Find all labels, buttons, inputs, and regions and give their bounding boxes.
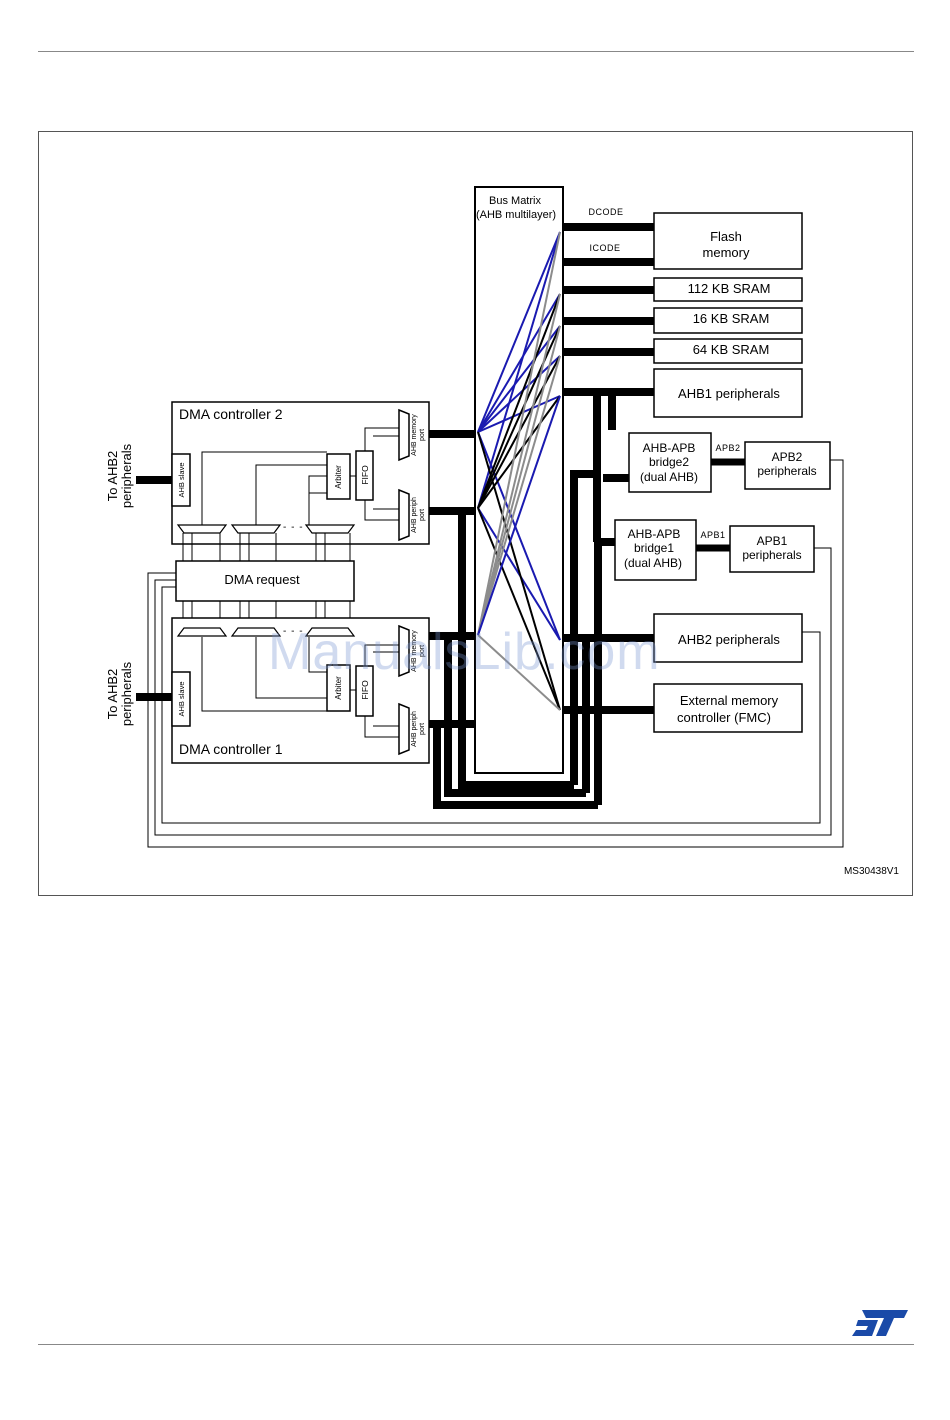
dma1-periph-port-label-1: AHB periph xyxy=(411,711,418,747)
dma2-ahb-slave-label: AHB slave xyxy=(177,462,186,497)
bridge2-label-2: bridge2 xyxy=(649,455,689,469)
dma1-periph-port-label-2: port xyxy=(419,723,426,735)
dcode-label: DCODE xyxy=(588,207,623,217)
top-rule xyxy=(38,51,914,52)
apb1-bus-label: APB1 xyxy=(700,530,725,540)
ahb1-peripherals-label: AHB1 peripherals xyxy=(678,386,780,401)
fmc-label-1: External memory xyxy=(680,693,779,708)
bridge1-label-3: (dual AHB) xyxy=(624,556,682,570)
icode-label: ICODE xyxy=(589,243,620,253)
apb2-peripherals-label-1: APB2 xyxy=(772,450,803,464)
memory-boxes xyxy=(614,212,831,733)
dma1-ahb-slave-label: AHB slave xyxy=(177,681,186,716)
svg-text:- - -: - - - xyxy=(283,626,304,637)
dma2-mem-port-label-1: AHB memory xyxy=(411,414,418,456)
apb2-bus-label: APB2 xyxy=(715,443,740,453)
flash-label-1: Flash xyxy=(710,229,742,244)
dma1-mem-port-label-1: AHB memory xyxy=(411,630,418,672)
bridge2-label-1: AHB-APB xyxy=(643,441,696,455)
bus-wires xyxy=(136,223,745,809)
dma2-arbiter-label: Arbiter xyxy=(334,465,343,489)
feedback-loops xyxy=(147,459,844,848)
bridge2-label-3: (dual AHB) xyxy=(640,470,698,484)
apb1-peripherals-label-1: APB1 xyxy=(757,534,788,548)
to-ahb2-label-top-1: To AHB2 xyxy=(105,451,120,502)
bus-matrix-subtitle: (AHB multilayer) xyxy=(476,209,556,221)
crossbar-lines xyxy=(477,231,561,711)
dma-controller-2-title: DMA controller 2 xyxy=(179,406,283,422)
sram112-label: 112 KB SRAM xyxy=(688,281,771,296)
fmc-label-2: controller (FMC) xyxy=(677,710,771,725)
dma1-mem-port-label-2: port xyxy=(419,645,426,657)
dma2-periph-port-label-1: AHB periph xyxy=(411,497,418,533)
dma2-fifo-label: FIFO xyxy=(360,465,370,485)
dma-request-block: DMA request xyxy=(175,533,355,625)
dma-request-label: DMA request xyxy=(224,572,300,587)
dma2-periph-port-label-2: port xyxy=(419,509,426,521)
figure-id: MS30438V1 xyxy=(844,866,899,877)
dma2-mem-port-label-2: port xyxy=(419,429,426,441)
dma1-arbiter-label: Arbiter xyxy=(334,676,343,700)
dma1-fifo-label: FIFO xyxy=(360,680,370,700)
to-ahb2-label-top-2: peripherals xyxy=(119,443,134,508)
to-ahb2-label-bottom-2: peripherals xyxy=(119,661,134,726)
sram64-label: 64 KB SRAM xyxy=(693,342,770,357)
bottom-rule xyxy=(38,1344,914,1345)
apb2-peripherals-label-2: peripherals xyxy=(757,464,816,478)
svg-text:- - -: - - - xyxy=(283,522,304,533)
figure-frame xyxy=(38,131,913,896)
apb1-peripherals-label-2: peripherals xyxy=(742,548,801,562)
bridge1-label-2: bridge1 xyxy=(634,541,674,555)
watermark: ManualsLib.com xyxy=(268,623,661,681)
dma-controller-2: DMA controller 2 AHB slave Arbiter FIFO … xyxy=(171,401,430,545)
dma-controller-1: DMA controller 1 AHB slave Arbiter FIFO … xyxy=(171,617,430,764)
to-ahb2-label-bottom-1: To AHB2 xyxy=(105,669,120,720)
ahb2-peripherals-label: AHB2 peripherals xyxy=(678,632,780,647)
bridge1-label-1: AHB-APB xyxy=(628,527,681,541)
sram16-label: 16 KB SRAM xyxy=(693,311,770,326)
bus-matrix-title: Bus Matrix xyxy=(489,195,541,207)
flash-label-2: memory xyxy=(703,245,750,260)
st-logo xyxy=(852,1310,908,1336)
dma-controller-1-title: DMA controller 1 xyxy=(179,741,283,757)
